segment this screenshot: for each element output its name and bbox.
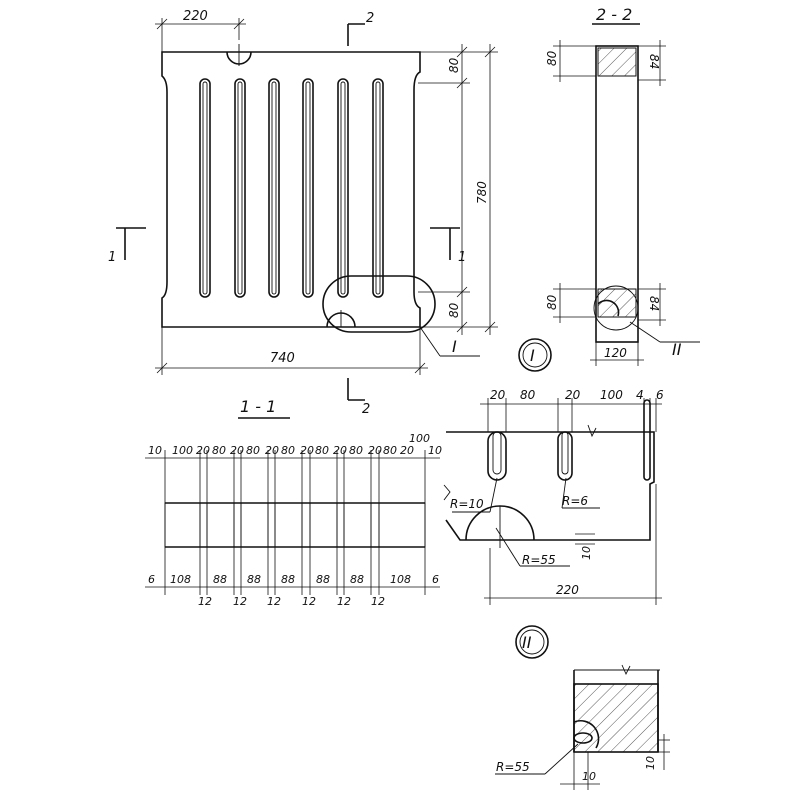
svg-text:80: 80 <box>246 444 260 457</box>
dim-80-right-bottom: 80 <box>447 302 461 318</box>
svg-text:6: 6 <box>432 573 439 586</box>
dim-84-22-bottom-right: 84 <box>647 296 661 311</box>
svg-text:10: 10 <box>148 444 162 457</box>
svg-text:12: 12 <box>267 595 281 608</box>
detail-II-callout <box>593 285 639 331</box>
svg-text:20: 20 <box>368 444 382 457</box>
svg-text:10: 10 <box>428 444 442 457</box>
section-1-1: 1 - 1 <box>145 397 442 608</box>
detail-II-label: II <box>522 633 532 652</box>
detail-I-label: I <box>530 346 535 365</box>
section-1-1-title: 1 - 1 <box>240 397 276 416</box>
detail-I-dim-220: 220 <box>556 583 579 597</box>
plan-slots <box>199 78 384 298</box>
svg-text:88: 88 <box>213 573 227 586</box>
dim-120-22: 120 <box>604 346 627 360</box>
detail-II-radius-55: R=55 <box>496 760 530 774</box>
section-2-2-title: 2 - 2 <box>596 5 632 24</box>
callout-I-label: I <box>452 337 457 356</box>
callout-II-label: II <box>672 340 682 359</box>
svg-text:12: 12 <box>371 595 385 608</box>
svg-text:20: 20 <box>196 444 210 457</box>
cut-2-label-top: 2 <box>366 11 374 26</box>
detail-I-top-dims: 20 80 20 100 4 6 <box>490 388 664 402</box>
dim-220-top: 220 <box>183 9 208 24</box>
detail-I: I 20 80 20 100 4 6 <box>443 338 664 605</box>
svg-text:80: 80 <box>349 444 363 457</box>
detail-II-dim-10-side: 10 <box>644 756 657 770</box>
dim-80-22-bottom-left: 80 <box>545 294 559 310</box>
detail-I-dim-10: 10 <box>580 546 593 560</box>
svg-text:20: 20 <box>565 388 581 402</box>
svg-text:20: 20 <box>265 444 279 457</box>
svg-text:20: 20 <box>300 444 314 457</box>
svg-text:108: 108 <box>170 573 191 586</box>
detail-II-dim-10-bottom: 10 <box>582 770 596 783</box>
svg-text:12: 12 <box>337 595 351 608</box>
svg-text:100: 100 <box>409 432 430 445</box>
svg-text:6: 6 <box>148 573 155 586</box>
svg-text:80: 80 <box>520 388 536 402</box>
svg-text:100: 100 <box>172 444 193 457</box>
detail-I-radius-6: R=6 <box>562 494 588 508</box>
svg-text:100: 100 <box>600 388 623 402</box>
dim-80-right-top: 80 <box>447 57 461 73</box>
section-1-1-bottom-dims: 6 108 88 88 88 88 88 108 6 12 12 12 12 1… <box>148 573 439 608</box>
svg-text:88: 88 <box>247 573 261 586</box>
svg-text:12: 12 <box>198 595 212 608</box>
svg-text:20: 20 <box>490 388 506 402</box>
cut-2-label-bottom: 2 <box>362 402 370 417</box>
svg-text:80: 80 <box>281 444 295 457</box>
dim-780-right: 780 <box>475 181 489 204</box>
svg-text:80: 80 <box>212 444 226 457</box>
plan-view: I 220 740 80 780 80 2 <box>108 9 498 417</box>
svg-text:20: 20 <box>333 444 347 457</box>
detail-I-radius-10: R=10 <box>450 497 484 511</box>
cut-1-label-left: 1 <box>108 250 116 265</box>
dim-740-bottom: 740 <box>270 351 295 366</box>
svg-text:12: 12 <box>302 595 316 608</box>
detail-I-radius-55: R=55 <box>522 553 556 567</box>
detail-I-callout <box>322 275 436 333</box>
svg-text:88: 88 <box>316 573 330 586</box>
section-1-1-top-dims: 10 100 20 80 20 80 20 80 20 80 20 80 20 … <box>148 432 442 457</box>
svg-text:4: 4 <box>636 388 644 402</box>
svg-text:20: 20 <box>230 444 244 457</box>
svg-text:80: 80 <box>383 444 397 457</box>
svg-text:88: 88 <box>350 573 364 586</box>
svg-text:6: 6 <box>656 388 664 402</box>
svg-text:88: 88 <box>281 573 295 586</box>
section-2-2: 2 - 2 80 80 84 84 120 II <box>545 5 700 366</box>
svg-text:20: 20 <box>400 444 414 457</box>
detail-II: II R=55 10 10 <box>495 625 670 790</box>
dim-84-22-top-right: 84 <box>647 54 661 69</box>
svg-text:108: 108 <box>390 573 411 586</box>
dim-80-22-top-left: 80 <box>545 50 559 66</box>
svg-text:80: 80 <box>315 444 329 457</box>
cut-1-label-right: 1 <box>458 250 466 265</box>
svg-text:12: 12 <box>233 595 247 608</box>
